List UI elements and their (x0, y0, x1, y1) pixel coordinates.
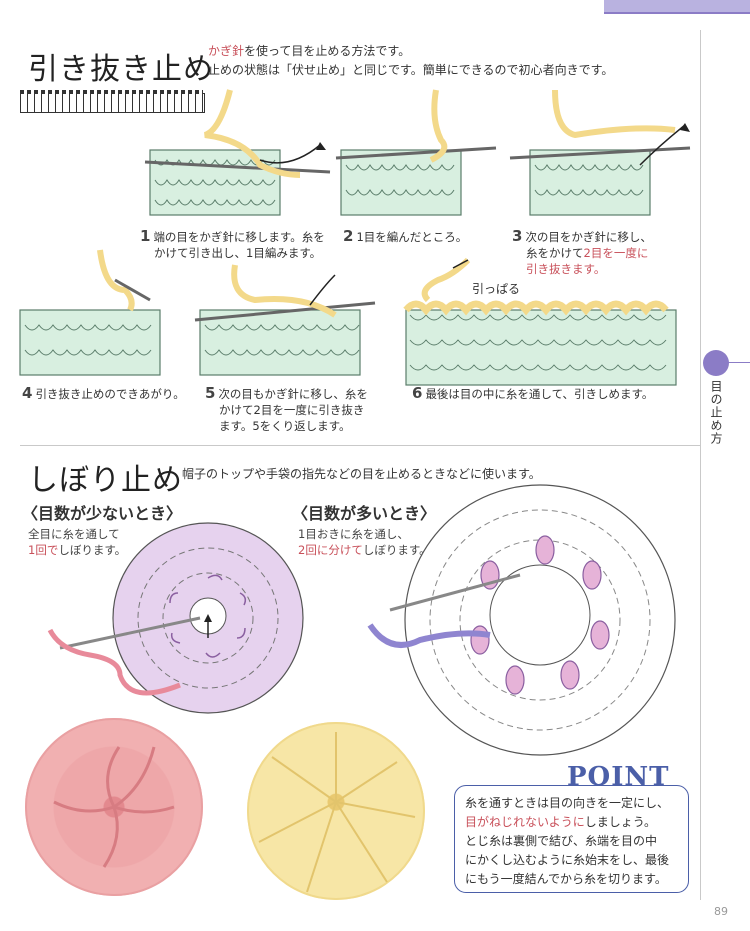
many-stitches-diagram (367, 484, 676, 756)
step4-illustration (19, 249, 161, 376)
step3-illustration (509, 89, 691, 216)
intro-accent: かぎ針 (208, 44, 245, 58)
few-stitches-note: 全目に糸を通して 1回でしぼります。 (28, 526, 126, 558)
note-accent: 1回で (28, 543, 59, 557)
arrow-head (316, 142, 326, 150)
section2-intro: 帽子のトップや手袋の指先などの目を止めるときなどに使います。 (182, 467, 541, 481)
pull-label: 引っぱる (472, 282, 521, 296)
yellow-knit-rays (258, 732, 416, 893)
many-stitches-note: 1目おきに糸を通し、 2回に分けてしぼります。 (298, 526, 431, 558)
direction-arrow (259, 144, 321, 164)
point-line: にかくし込むように糸始末をし、最後 (465, 853, 670, 867)
caption-accent: 2目を一度に (583, 246, 649, 260)
caption-line: 糸をかけて (526, 246, 584, 260)
note-line: しぼります。 (58, 543, 127, 557)
side-tab-marker (703, 350, 729, 376)
section-divider (20, 445, 700, 446)
caption-line: 端の目をかぎ針に移します。糸を (153, 230, 325, 244)
caption-line: 引き抜き止めのできあがり。 (35, 387, 185, 401)
top-color-bar (604, 0, 750, 14)
caption-accent: 引き抜きます。 (526, 262, 606, 276)
step6-illustration (403, 257, 677, 386)
section-title-shibori: しぼり止め (28, 463, 183, 498)
tapestry-needle (59, 616, 201, 650)
few-stitches-diagram (47, 522, 304, 714)
purple-yarn (367, 623, 491, 648)
point-line: にもう一度結んでから糸を切ります。 (465, 872, 667, 886)
caption-line: 最後は目の中に糸を通して、引きしめます。 (425, 387, 654, 401)
side-rule (700, 30, 701, 900)
step-number: 1 (140, 227, 151, 245)
step-number: 5 (205, 384, 216, 402)
point-box: 糸を通すときは目の向きを一定にし、 目がねじれないようにしましょう。 とじ糸は裏… (454, 785, 689, 893)
caption-line: 1目を編んだところ。 (356, 230, 468, 244)
point-accent: 目がねじれないように (465, 815, 585, 829)
section-title-hikinuki: 引き抜き止め (28, 52, 214, 87)
pink-yarn (47, 628, 181, 696)
bound-off-chain (403, 300, 669, 316)
few-stitches-heading: 〈目数が少ないとき〉 (22, 504, 183, 523)
step5-illustration (194, 264, 376, 376)
note-accent: 2回に分けて (298, 543, 363, 557)
section1-intro: かぎ針を使って目を止める方法です。 止めの状態は「伏せ止め」と同じです。簡単にで… (208, 42, 688, 80)
caption-line: 次の目もかぎ針に移し、糸を (218, 387, 368, 401)
arrow-head (680, 123, 690, 132)
knitting-needle (144, 160, 331, 174)
intro-line1: を使って目を止める方法です。 (244, 44, 411, 58)
intro-line2: 止めの状態は「伏せ止め」と同じです。簡単にできるので初心者向きです。 (208, 63, 614, 77)
bindoff-strip-chain (20, 90, 203, 94)
step-number: 3 (512, 227, 523, 245)
point-line: 目がねじれないようにしましょう。 (465, 813, 678, 832)
page-number: 89 (714, 905, 728, 918)
step2-illustration (335, 89, 497, 216)
tapestry-needle (389, 573, 521, 612)
step-number: 6 (412, 384, 423, 402)
pink-knit-swirl (53, 746, 175, 868)
many-stitches-heading: 〈目数が多いとき〉 (292, 504, 437, 523)
side-tab-label: 目の止め方 (709, 380, 723, 445)
note-line: 1目おきに糸を通し、 (298, 527, 409, 541)
note-line: 全目に糸を通して (28, 527, 120, 541)
side-tab-line (728, 362, 750, 363)
caption-line: かけて引き出し、1目編みます。 (154, 246, 322, 260)
caption-line: ます。5をくり返します。 (219, 419, 351, 433)
caption-line: かけて2目を一度に引き抜き (219, 403, 365, 417)
point-line-rest: しましょう。 (584, 815, 657, 829)
yarn-strand (203, 89, 301, 178)
point-line: 糸を通すときは目の向きを一定にし、 (465, 796, 670, 810)
note-line: しぼります。 (362, 543, 431, 557)
caption-line: 次の目をかぎ針に移し、 (525, 230, 652, 244)
step-number: 4 (22, 384, 33, 402)
step1-illustration (144, 89, 331, 216)
point-line: とじ糸は裏側で結び、糸端を目の中 (465, 834, 658, 848)
step-number: 2 (343, 227, 354, 245)
